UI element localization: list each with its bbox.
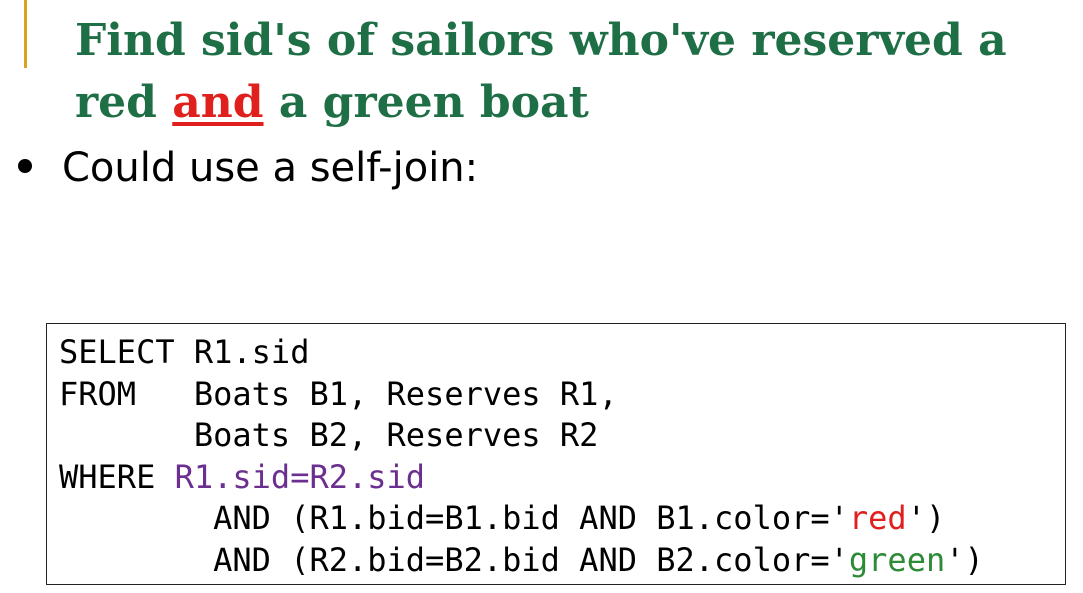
slide-title: Find sid's of sailors who've reserved a … [75,10,1065,134]
title-text-end: a green boat [263,77,589,128]
slide-accent-bar [24,0,27,68]
code-line-6-start: AND (R2.bid=B2.bid AND B2.color=' [59,540,849,579]
code-line-4-keyword: WHERE [59,457,175,496]
bullet-item: Could use a self-join: [18,140,478,196]
code-value-green: green [848,540,946,579]
title-text-start: Find sid's of sailors who've reserved a … [75,15,1007,128]
sql-code-box: SELECT R1.sid FROM Boats B1, Reserves R1… [46,323,1066,585]
title-emphasis: and [172,77,264,128]
sql-code: SELECT R1.sid FROM Boats B1, Reserves R1… [59,332,984,581]
code-line-6-end: ') [945,540,984,579]
code-line-5-end: ') [906,499,946,537]
code-line-1: SELECT R1.sid [59,333,310,371]
bullet-dot-icon [18,159,32,173]
code-line-4-condition: R1.sid=R2.sid [174,457,426,496]
bullet-text: Could use a self-join: [62,145,479,191]
code-line-3: Boats B2, Reserves R2 [59,416,599,454]
code-line-5-start: AND (R1.bid=B1.bid AND B1.color=' [59,499,849,537]
code-value-red: red [848,499,907,537]
code-line-2: FROM Boats B1, Reserves R1, [59,374,618,413]
